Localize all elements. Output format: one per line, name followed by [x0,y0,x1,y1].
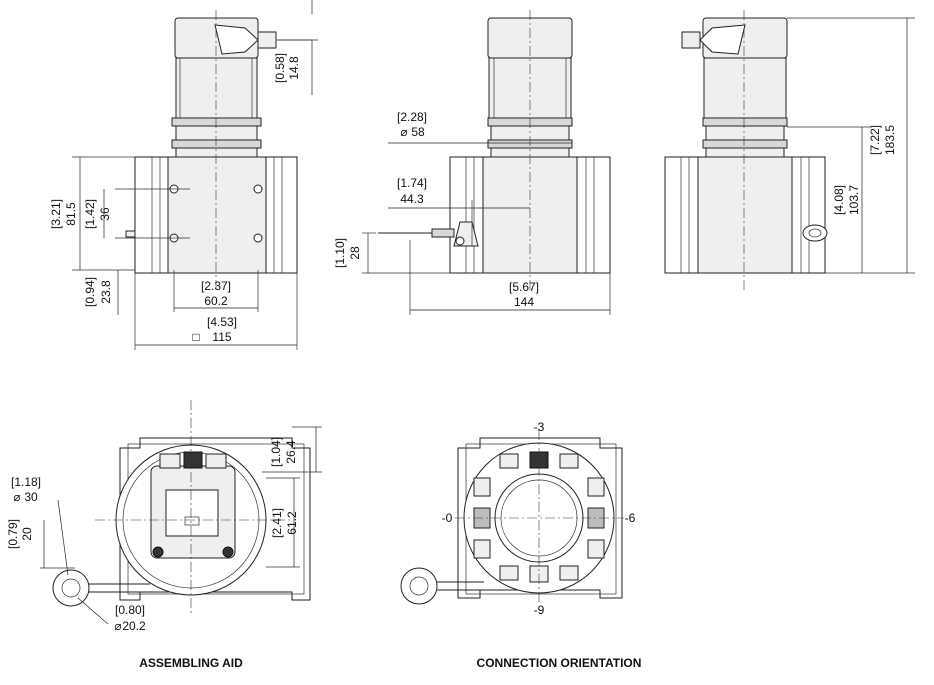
front-view [72,0,318,350]
side-dim-flange-mm: 58 [411,125,425,139]
connection-orientation-caption: CONNECTION ORIENTATION [477,656,642,670]
aid-dim-top-inch: [1.04] [269,437,283,467]
right-view [664,10,915,290]
right-dim-total-mm: 183.5 [883,125,897,155]
aid-dim-eyelet-inner-mm: 20.2 [122,619,146,633]
front-dim-hh-inch: [2.37] [201,279,231,293]
right-dim-total-inch: [7.22] [868,125,882,155]
front-dim-holes-inch: [1.42] [83,199,97,229]
aid-dim-eyelet-inner-inch: [0.80] [115,603,145,617]
right-dim-axis-inch: [4.08] [832,185,846,215]
front-dim-conn-inch: [0.58] [273,53,287,83]
aid-dim-eyelet-h-mm: 20 [20,527,34,541]
side-dim-width-inch: [5.67] [509,280,539,294]
aid-dim-eyelet-outer-symbol: ⌀ [13,490,20,504]
aid-dim-center-inch: [2.41] [270,508,284,538]
aid-dim-eyelet-inner-symbol: ⌀ [114,619,121,633]
side-dim-wh-inch: [1.10] [333,238,347,268]
aid-dim-eyelet-h-inch: [0.79] [6,519,20,549]
aid-dim-top-mm: 26.4 [284,440,298,464]
aid-dim-center-mm: 61.2 [285,511,299,535]
aid-dim-eyelet-outer-inch: [1.18] [11,475,41,489]
assembling-aid-caption: ASSEMBLING AID [139,656,243,670]
side-dim-wire-mm: 44.3 [400,192,424,206]
front-dim-bottom-mm: 23.8 [99,280,113,304]
aid-dim-eyelet-outer-mm: 30 [24,490,38,504]
orientation-label-left: -0 [442,511,453,525]
side-view [362,10,611,315]
side-dim-flange-symbol: ⌀ [400,125,407,139]
orientation-label-right: -6 [625,511,636,525]
assembling-aid-view [40,400,322,625]
front-dim-conn-mm: 14.8 [287,56,301,80]
front-dim-sq-mm: 115 [212,330,231,344]
front-dim-sq-inch: [4.53] [207,315,237,329]
front-connector [214,24,259,55]
side-dim-wh-mm: 28 [348,246,362,260]
side-dim-wire-inch: [1.74] [397,176,427,190]
front-dim-body-inch: [3.21] [49,199,63,229]
front-head-body [175,57,258,119]
front-dim-hh-mm: 60.2 [204,294,228,308]
front-dim-bottom-inch: [0.94] [83,277,97,307]
front-dim-sq-symbol: □ [192,330,199,344]
side-dim-flange-inch: [2.28] [397,110,427,124]
right-dim-axis-mm: 103.7 [847,185,861,215]
orientation-label-top: -3 [534,420,545,434]
connection-orientation-view [400,430,624,605]
orientation-label-bottom: -9 [534,603,545,617]
side-dim-width-mm: 144 [514,295,534,309]
front-dim-body-mm: 81.5 [64,202,78,226]
assembly-eyelet [52,569,90,607]
front-dim-holes-mm: 36 [98,207,112,221]
